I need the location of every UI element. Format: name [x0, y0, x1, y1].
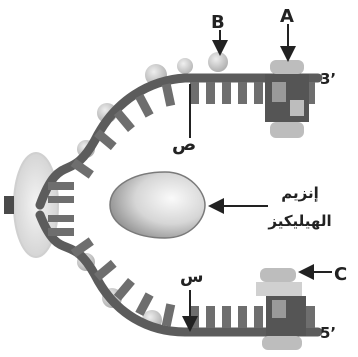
label-enzyme-line2: الهيليكيز [267, 212, 331, 230]
label-B: B [211, 12, 225, 33]
dna-polymerase-bottom [256, 268, 306, 350]
label-seen: س [180, 267, 203, 287]
label-A: A [280, 6, 294, 27]
primer-balls-top [77, 52, 228, 158]
label-C: C [334, 264, 347, 285]
dna-polymerase-top [265, 60, 309, 138]
label-sad: ص [172, 134, 196, 155]
label-end-top: 3’ [320, 70, 336, 88]
label-end-bottom: 5’ [320, 324, 336, 342]
label-enzyme-line1: إنزيم [281, 184, 319, 202]
helicase-enzyme-shape [110, 172, 205, 238]
